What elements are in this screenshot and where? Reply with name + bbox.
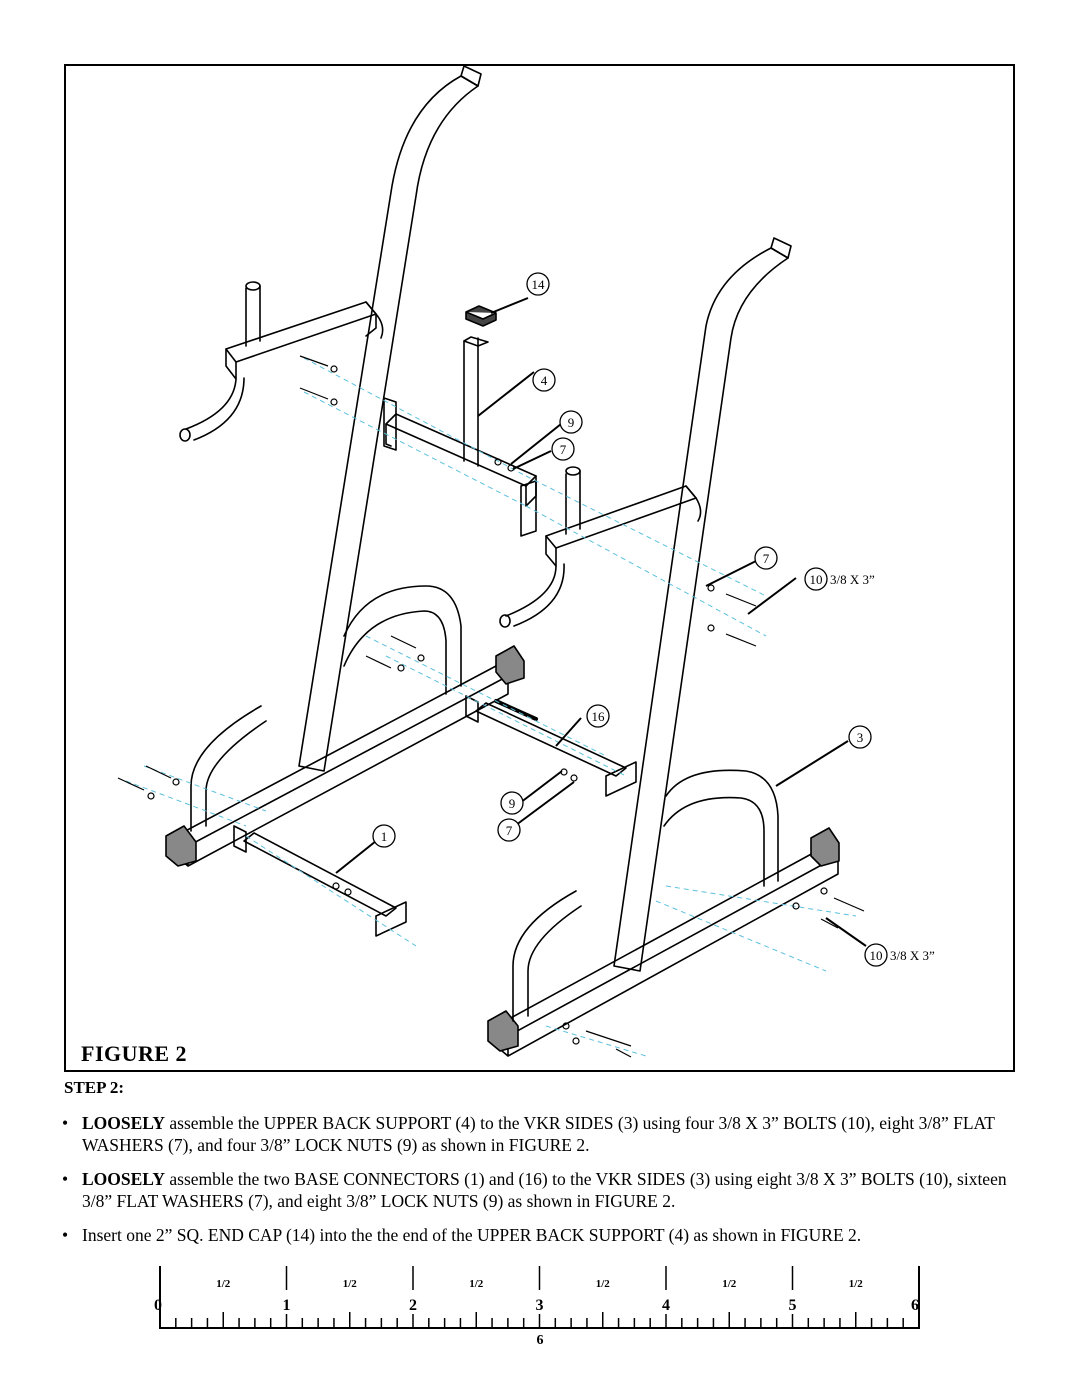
instruction-item: •LOOSELY assemble the two BASE CONNECTOR… (62, 1169, 1007, 1211)
right-armrest (545, 485, 697, 549)
ruler-inch-label: 4 (662, 1297, 670, 1314)
left-armrest (225, 301, 377, 363)
ruler-inch-label: 5 (789, 1297, 797, 1314)
bolt-size-lower: 3/8 X 3” (890, 948, 935, 963)
callout-10-upper: 10 (810, 572, 823, 587)
left-base (175, 665, 509, 847)
inch-ruler: 0 1/2 1 1/2 2 1/2 3 1/2 4 1/2 5 1/2 6 (154, 1266, 920, 1329)
callout-10-lower: 10 (870, 948, 883, 963)
callout-4: 4 (541, 373, 548, 388)
instruction-emphasis: LOOSELY (82, 1169, 166, 1189)
callout-16: 16 (592, 709, 606, 724)
ruler-inch-label: 6 (911, 1297, 919, 1314)
instruction-text: assemble the two BASE CONNECTORS (1) and… (82, 1169, 1007, 1211)
instruction-item: •LOOSELY assemble the UPPER BACK SUPPORT… (62, 1113, 995, 1155)
callout-7-right: 7 (763, 551, 770, 566)
ruler-inch-label: 3 (536, 1297, 544, 1314)
callout-1: 1 (381, 829, 388, 844)
instruction-text: Insert one 2” SQ. END CAP (14) into the … (82, 1225, 862, 1245)
ruler-half-label: 1/2 (469, 1278, 484, 1290)
right-base (495, 845, 839, 1037)
callout-9-upper: 9 (568, 415, 575, 430)
ruler-inch-label: 1 (283, 1297, 291, 1314)
upper-back-support (385, 413, 537, 487)
bolt-size-upper: 3/8 X 3” (830, 572, 875, 587)
figure-box: 14 4 9 7 7 10 16 3 9 7 1 10 3/8 X 3” 3/8… (64, 64, 1015, 1072)
step-title: STEP 2: (64, 1078, 124, 1097)
callout-14: 14 (532, 277, 546, 292)
callout-3: 3 (857, 730, 864, 745)
ruler-inch-label: 0 (154, 1297, 162, 1314)
base-connector-1 (243, 832, 397, 917)
ruler-half-label: 1/2 (849, 1278, 864, 1290)
callout-9-lower: 9 (509, 796, 516, 811)
right-upright (613, 247, 789, 972)
assembly-diagram: 14 4 9 7 7 10 16 3 9 7 1 10 3/8 X 3” 3/8… (117, 66, 935, 1058)
ruler-half-label: 1/2 (216, 1278, 231, 1290)
callout-7-upper: 7 (560, 442, 567, 457)
instruction-item: •Insert one 2” SQ. END CAP (14) into the… (62, 1225, 862, 1245)
ruler-half-label: 1/2 (596, 1278, 611, 1290)
base-connector-16 (475, 702, 627, 777)
figure-title: FIGURE 2 (81, 1041, 188, 1066)
instruction-emphasis: LOOSELY (82, 1113, 166, 1133)
ruler-half-label: 1/2 (722, 1278, 737, 1290)
instruction-text: assemble the UPPER BACK SUPPORT (4) to t… (82, 1113, 995, 1155)
ruler-inch-label: 2 (409, 1297, 417, 1314)
instructions-list: •LOOSELY assemble the UPPER BACK SUPPORT… (60, 1112, 1020, 1258)
end-cap (465, 305, 497, 327)
callout-7-lower: 7 (506, 823, 513, 838)
ruler-half-label: 1/2 (343, 1278, 358, 1290)
page-number: 6 (536, 1333, 544, 1348)
